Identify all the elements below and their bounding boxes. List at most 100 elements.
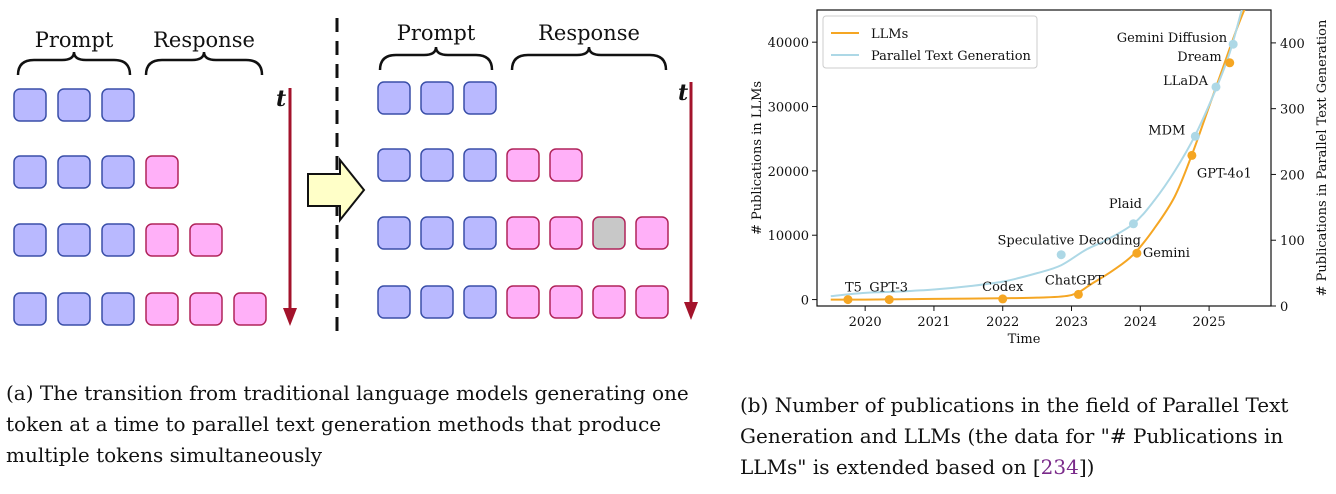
x-tick-label: 2025 xyxy=(1193,315,1226,330)
prompt-token xyxy=(377,216,411,250)
prompt-token xyxy=(377,148,411,182)
legend-label: LLMs xyxy=(871,27,908,42)
right-time-label: t xyxy=(678,80,688,106)
prompt-token xyxy=(463,81,497,115)
prompt-token xyxy=(420,216,454,250)
prompt-token xyxy=(420,81,454,115)
response-token xyxy=(549,216,583,250)
x-axis-label: Time xyxy=(1008,332,1041,347)
x-tick-label: 2024 xyxy=(1124,315,1157,330)
prompt-token xyxy=(377,285,411,319)
caption-a: (a) The transition from traditional lang… xyxy=(6,378,716,471)
prompt-token xyxy=(420,285,454,319)
y-right-axis-label: # Publications in Parallel Text Generati… xyxy=(1315,19,1330,296)
left-prompt-brace xyxy=(16,51,132,76)
milestone-point xyxy=(1132,248,1142,258)
y-left-tick-label: 0 xyxy=(801,294,809,309)
x-tick-label: 2022 xyxy=(986,315,1019,330)
prompt-token xyxy=(13,292,47,326)
prompt-token xyxy=(463,216,497,250)
y-left-tick-label: 20000 xyxy=(768,165,809,180)
caption-b-text-end: ]) xyxy=(1078,455,1095,479)
milestone-point xyxy=(1211,82,1221,92)
caption-b-label: (b) xyxy=(740,393,769,417)
plot-frame xyxy=(816,9,1272,307)
prompt-token xyxy=(13,155,47,189)
token-generation-diagram: Prompt Response t Prompt Response t xyxy=(13,18,698,340)
left-prompt-label: Prompt xyxy=(35,28,114,52)
response-token xyxy=(233,292,267,326)
caption-a-text: The transition from traditional language… xyxy=(6,381,689,467)
milestone-label: Gemini Diffusion xyxy=(1117,31,1228,46)
right-time-arrowhead xyxy=(684,302,698,320)
milestone-point xyxy=(1228,39,1238,49)
prompt-token xyxy=(13,223,47,257)
left-response-brace xyxy=(144,51,264,76)
caption-a-label: (a) xyxy=(6,381,34,405)
prompt-token xyxy=(57,223,91,257)
right-response-label: Response xyxy=(538,21,640,45)
response-token xyxy=(506,285,540,319)
milestone-point xyxy=(1128,219,1138,229)
left-time-arrowhead xyxy=(283,308,297,326)
response-token xyxy=(506,148,540,182)
prompt-token xyxy=(101,88,135,122)
milestone-point xyxy=(843,295,853,305)
milestone-label: GPT-3 xyxy=(869,281,908,296)
left-time-label: t xyxy=(276,86,286,112)
milestone-point xyxy=(1056,250,1066,260)
milestone-point xyxy=(998,294,1008,304)
milestone-point xyxy=(884,295,894,305)
prompt-token xyxy=(13,88,47,122)
milestone-label: T5 xyxy=(845,281,862,296)
milestone-label: Dream xyxy=(1177,50,1221,65)
y-right-tick-label: 200 xyxy=(1280,168,1305,183)
caption-b-text: Number of publications in the field of P… xyxy=(740,393,1289,479)
legend-box xyxy=(822,15,1038,69)
milestone-label: MDM xyxy=(1148,123,1185,138)
prompt-token xyxy=(101,292,135,326)
response-token xyxy=(145,155,179,189)
response-token xyxy=(145,292,179,326)
caption-b-citation[interactable]: 234 xyxy=(1040,455,1079,479)
milestone-label: Plaid xyxy=(1109,197,1142,212)
caption-b: (b) Number of publications in the field … xyxy=(740,390,1330,483)
milestone-point xyxy=(1187,150,1197,160)
milestone-label: Codex xyxy=(982,280,1024,295)
masked-token xyxy=(592,216,626,250)
y-right-tick-label: 0 xyxy=(1280,300,1288,315)
response-token xyxy=(592,285,626,319)
prompt-token xyxy=(463,285,497,319)
response-token xyxy=(145,223,179,257)
milestone-label: LLaDA xyxy=(1163,74,1208,89)
prompt-token xyxy=(420,148,454,182)
response-token xyxy=(189,223,223,257)
milestone-point xyxy=(1190,131,1200,141)
prompt-token xyxy=(377,81,411,115)
right-prompt-label: Prompt xyxy=(397,21,476,45)
milestone-point xyxy=(1225,58,1235,68)
transition-arrow xyxy=(307,157,366,223)
y-left-axis-label: # Publications in LLMs xyxy=(750,81,765,235)
prompt-token xyxy=(57,155,91,189)
response-token xyxy=(635,285,669,319)
ptg-line xyxy=(830,10,1243,298)
y-right-tick-label: 100 xyxy=(1280,234,1305,249)
milestone-label: Gemini xyxy=(1143,246,1190,261)
y-left-tick-label: 10000 xyxy=(768,229,809,244)
right-prompt-brace xyxy=(378,46,494,71)
y-right-tick-label: 400 xyxy=(1280,37,1305,52)
legend-label: Parallel Text Generation xyxy=(871,49,1032,64)
y-right-tick-label: 300 xyxy=(1280,103,1305,118)
milestone-label: Speculative Decoding xyxy=(997,234,1140,249)
prompt-token xyxy=(463,148,497,182)
response-token xyxy=(506,216,540,250)
response-token xyxy=(549,148,583,182)
right-response-brace xyxy=(510,46,668,71)
prompt-token xyxy=(101,155,135,189)
y-left-tick-label: 40000 xyxy=(768,36,809,51)
milestone-label: GPT-4o1 xyxy=(1197,166,1252,181)
x-tick-label: 2023 xyxy=(1055,315,1088,330)
y-left-tick-label: 30000 xyxy=(768,101,809,116)
